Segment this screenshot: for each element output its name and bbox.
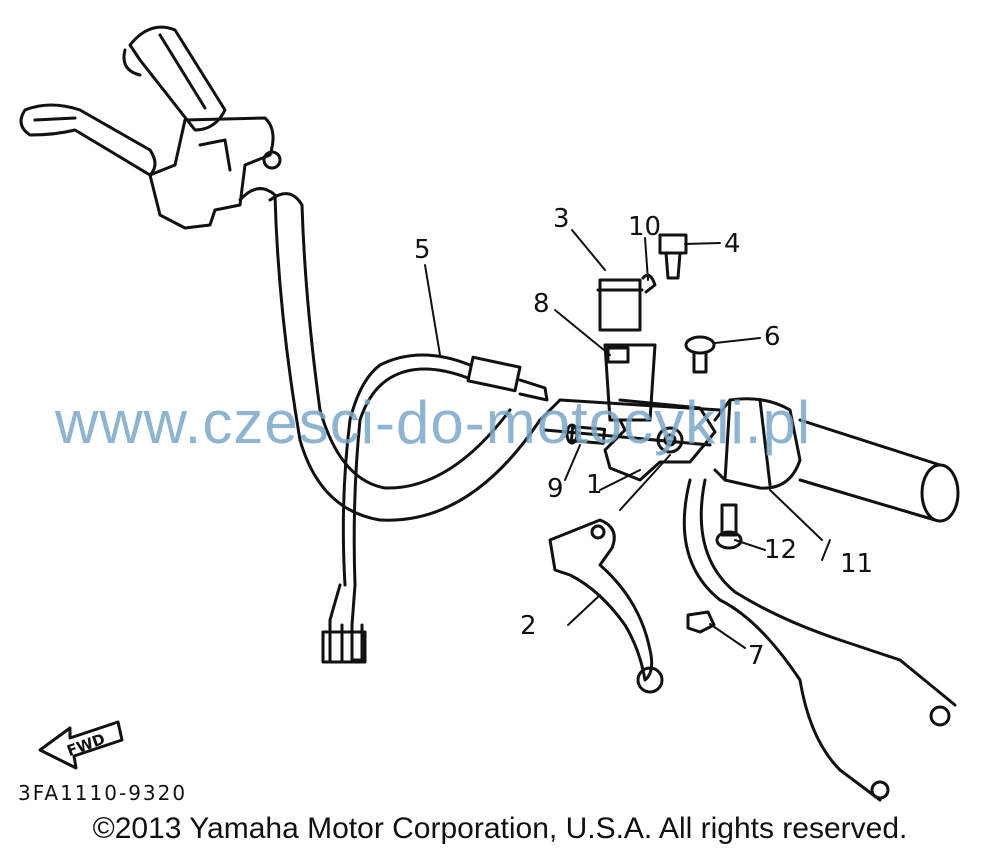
callouts: 1 2 3 4 5 6 7 8 9 10 11 12 FWD xyxy=(64,204,873,760)
part-code: 3FA1110-9320 xyxy=(18,781,188,805)
lever-bracket xyxy=(596,278,717,482)
callout-3: 3 xyxy=(553,204,570,234)
callout-12: 12 xyxy=(764,535,797,565)
nut-7 xyxy=(686,610,716,634)
left-grip xyxy=(122,25,227,132)
callout-1: 1 xyxy=(586,470,603,500)
callout-6: 6 xyxy=(764,322,781,352)
callout-10: 10 xyxy=(628,212,661,242)
leader-lines xyxy=(424,229,831,649)
fwd-arrow xyxy=(38,720,124,770)
callout-8: 8 xyxy=(533,289,550,319)
callout-7: 7 xyxy=(748,641,765,671)
callout-11: 11 xyxy=(840,549,873,579)
right-grip xyxy=(798,418,960,523)
clip-10 xyxy=(641,273,657,294)
callout-4: 4 xyxy=(724,229,741,259)
callout-5: 5 xyxy=(414,235,431,265)
left-lever xyxy=(19,103,157,177)
screw-12 xyxy=(715,503,743,550)
left-lever-holder xyxy=(148,116,282,230)
copyright-notice: ©2013 Yamaha Motor Corporation, U.S.A. A… xyxy=(92,812,908,845)
screw-6 xyxy=(684,335,716,374)
clutch-cable xyxy=(321,353,549,664)
pin-8 xyxy=(606,346,630,364)
callout-2: 2 xyxy=(520,611,537,641)
right-switch xyxy=(713,397,802,490)
bolt-4 xyxy=(658,233,688,280)
callout-9: 9 xyxy=(547,474,564,504)
switch-wiring xyxy=(682,478,957,802)
brake-lever xyxy=(548,518,664,694)
bolt-9 xyxy=(565,423,607,445)
